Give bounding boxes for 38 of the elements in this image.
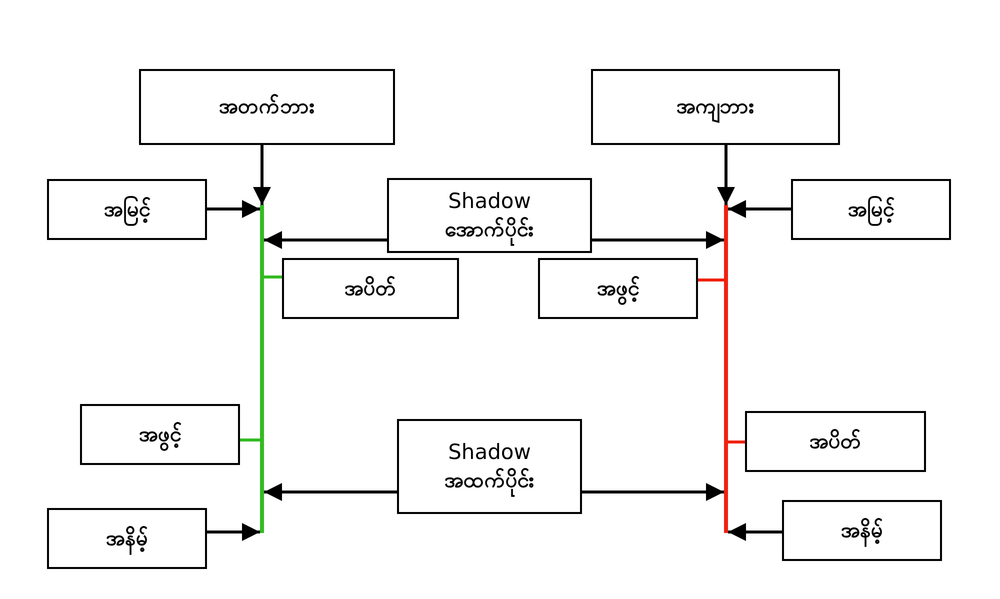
label-box bbox=[80, 404, 240, 465]
arrow bbox=[728, 523, 782, 541]
label-box bbox=[791, 179, 951, 240]
leader-line bbox=[698, 278, 724, 282]
box-label: အမြင့် bbox=[848, 196, 894, 224]
label-box bbox=[282, 258, 459, 319]
box-label: အမြင့် bbox=[104, 196, 150, 224]
label-box bbox=[47, 508, 207, 569]
box-label: Shadow bbox=[448, 188, 531, 216]
arrow bbox=[717, 145, 735, 205]
box-label: Shadow bbox=[448, 439, 531, 466]
label-box bbox=[782, 500, 942, 561]
box-label: အပိတ် bbox=[810, 428, 862, 455]
label-box bbox=[745, 411, 926, 472]
box-label: အနိမ့် bbox=[841, 516, 883, 544]
arrow bbox=[207, 200, 260, 218]
arrow bbox=[264, 231, 387, 249]
leader-line bbox=[728, 440, 745, 444]
arrow bbox=[728, 200, 791, 218]
leader-line bbox=[264, 276, 282, 278]
arrow bbox=[207, 523, 260, 541]
box-label: အပိတ် bbox=[344, 274, 396, 302]
box-label: အဖွင့် bbox=[139, 420, 181, 448]
label-box bbox=[387, 178, 592, 253]
box-label: အတက်ဘား bbox=[219, 93, 315, 120]
arrow bbox=[253, 145, 271, 205]
label-box bbox=[591, 69, 840, 145]
arrow bbox=[592, 231, 724, 249]
label-box bbox=[397, 419, 582, 514]
arrow bbox=[582, 483, 724, 501]
box-label: အနိမ့် bbox=[106, 524, 148, 552]
box-label: အဖွင့် bbox=[597, 274, 639, 302]
label-box bbox=[538, 258, 698, 319]
arrow bbox=[264, 483, 397, 501]
label-box bbox=[139, 69, 395, 145]
label-box bbox=[47, 179, 207, 240]
box-label: အကျဘား bbox=[676, 93, 754, 121]
leader-line bbox=[240, 438, 260, 442]
